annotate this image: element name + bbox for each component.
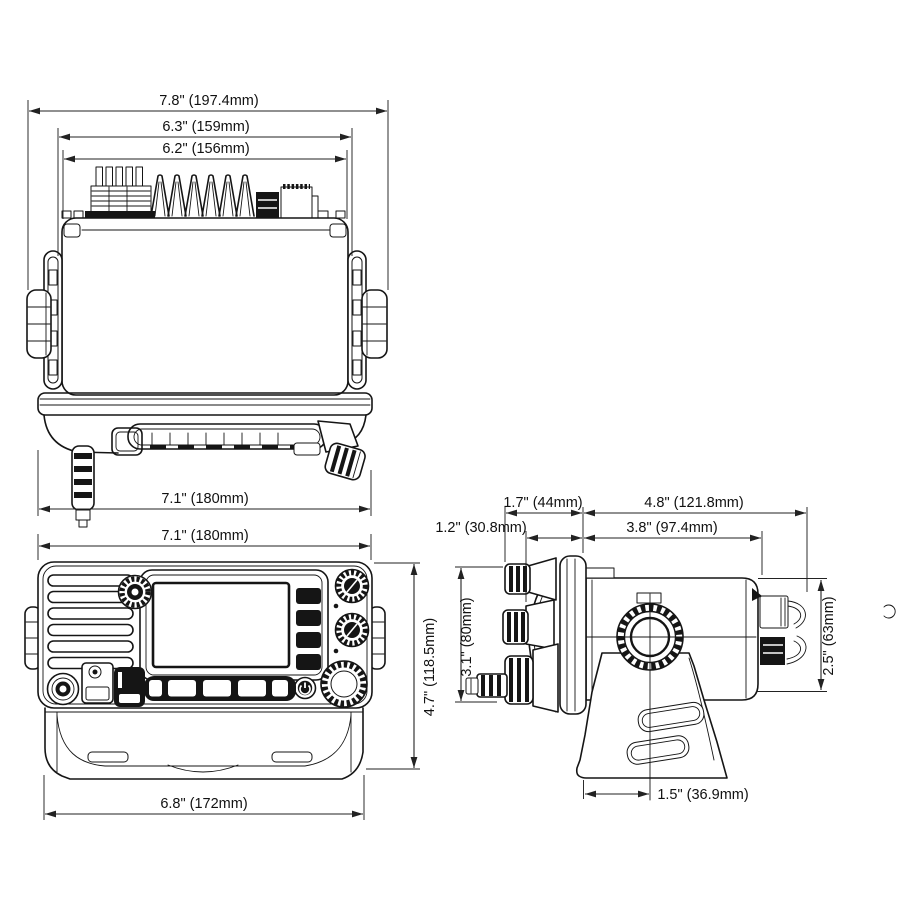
dim-side-rear-height: 2.5" (63mm) (756, 578, 837, 692)
dim-top-overall-width: 7.8" (197.4mm) (27, 93, 389, 290)
bracket-slot-2 (626, 735, 690, 765)
cable-clip (883, 604, 896, 619)
dim-top-body-width: 6.2" (156mm) (62, 141, 348, 219)
dim-side-front-depth-label: 1.2" (30.8mm) (435, 520, 526, 536)
dim-side-front-depth: 1.2" (30.8mm) (435, 520, 582, 602)
dim-top-flange-width-label: 6.3" (159mm) (162, 119, 249, 135)
mic-hanger (81, 662, 114, 704)
radio-body-side (583, 567, 762, 701)
dim-front-width-label: 7.1" (180mm) (161, 528, 248, 544)
dim-side-body-depth: 3.8" (97.4mm) (584, 520, 763, 575)
dim-side-bracket-offset-label: 1.5" (36.9mm) (657, 787, 748, 803)
top-view-knob (317, 420, 366, 481)
dim-top-front-width: 7.1" (180mm) (37, 450, 372, 516)
radio-body-top (61, 217, 349, 396)
side-knob-1 (504, 557, 557, 601)
side-view: 1.7" (44mm) 4.8" (121.8mm) 1.2" (30.8mm)… (435, 495, 896, 803)
dim-side-overall-depth: 4.8" (121.8mm) (584, 495, 808, 592)
bracket-slot-1 (637, 701, 705, 733)
rear-pin-connector (85, 166, 155, 218)
dim-top-body-width-label: 6.2" (156mm) (162, 141, 249, 157)
dim-front-bracket-width-label: 6.8" (172mm) (160, 796, 247, 812)
softkey-column[interactable] (296, 588, 321, 670)
dim-side-front-height-label: 3.1" (80mm) (459, 597, 475, 676)
channel-knob[interactable] (117, 574, 153, 610)
bracket-knob[interactable] (583, 592, 757, 801)
dim-side-knob-depth-label: 1.7" (44mm) (503, 495, 582, 511)
front-panel-side (465, 555, 587, 715)
left-mount-knob (26, 289, 52, 359)
power-button[interactable] (293, 676, 317, 700)
front-latch (114, 667, 145, 707)
squelch-knob[interactable] (334, 568, 370, 604)
dim-front-bracket-width: 6.8" (172mm) (43, 775, 365, 820)
right-mount-knob (361, 289, 388, 359)
bottom-key-row[interactable] (144, 676, 296, 701)
mic-connector[interactable] (46, 672, 80, 706)
mounting-bracket-front (44, 707, 364, 780)
volume-knob[interactable] (334, 612, 370, 648)
indicator-dot-2 (333, 648, 339, 654)
display-screen (151, 581, 291, 669)
dim-top-overall-width-label: 7.8" (197.4mm) (159, 93, 258, 109)
dim-side-knob-depth: 1.7" (44mm) (503, 495, 584, 562)
dim-side-rear-height-label: 2.5" (63mm) (821, 596, 837, 675)
dim-top-front-width-label: 7.1" (180mm) (161, 491, 248, 507)
front-panel-top (37, 392, 373, 528)
dim-front-width: 7.1" (180mm) (37, 528, 372, 560)
dim-side-overall-depth-label: 4.8" (121.8mm) (644, 495, 743, 511)
selector-knob[interactable] (320, 660, 368, 708)
speaker-grille (47, 574, 134, 670)
rear-connectors-side (759, 595, 896, 665)
dim-side-bracket-offset: 1.5" (36.9mm) (583, 780, 749, 803)
mic-cable-top (71, 445, 95, 528)
display-bezel (139, 569, 329, 681)
indicator-dot-1 (333, 603, 339, 609)
heatsink-fins (150, 174, 255, 217)
side-mic-connector (465, 643, 559, 713)
front-view: 7.1" (180mm) 4.7" (118.5mm) 6.8" (172mm) (24, 528, 438, 820)
top-view: 7.8" (197.4mm) 6.3" (159mm) 6.2" (156mm)… (26, 93, 389, 528)
dim-front-height-label: 4.7" (118.5mm) (422, 618, 438, 716)
bracket-leg (575, 652, 728, 779)
dim-side-body-depth-label: 3.8" (97.4mm) (626, 520, 717, 536)
dim-front-height: 4.7" (118.5mm) (366, 562, 438, 770)
side-knob-2 (502, 599, 555, 650)
dim-top-flange-width: 6.3" (159mm) (57, 119, 353, 256)
dim-side-front-height: 3.1" (80mm) (455, 566, 503, 703)
